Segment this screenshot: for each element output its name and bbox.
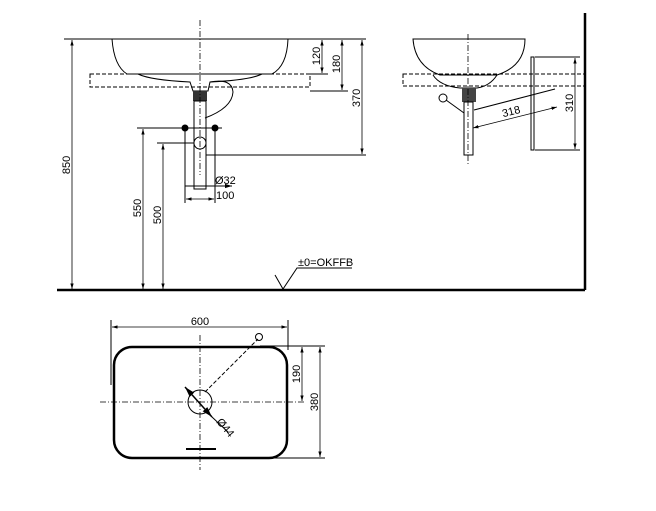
dim-310-label: 310	[564, 94, 576, 112]
dim-pipe-diameter-label: Ø32	[215, 175, 236, 187]
floor-level-symbol	[274, 267, 352, 290]
drain-valve	[193, 91, 207, 101]
dim-318	[472, 106, 558, 129]
side-view: 310 318	[402, 34, 586, 165]
pull-rod-hole	[255, 333, 263, 341]
dim-180-label: 180	[331, 55, 343, 73]
top-view: 600 Ø44 190 380	[100, 316, 325, 470]
front-view: 850 120 180 370 550 500 Ø32 100 ±0=OKFFB	[57, 13, 587, 292]
countertop-side	[402, 73, 586, 87]
dim-drain-diameter-label: Ø44	[214, 416, 237, 440]
dim-100-label: 100	[216, 190, 234, 202]
dim-380-label: 380	[309, 393, 321, 411]
pull-rod	[530, 56, 535, 151]
waste-pipe-side	[463, 101, 474, 156]
pull-rod-linkage	[473, 88, 556, 111]
dim-318-label: 318	[501, 104, 522, 120]
dim-850-label: 850	[61, 156, 73, 174]
dim-190-label: 190	[291, 365, 303, 383]
dim-120-label: 120	[311, 47, 323, 65]
dim-370-label: 370	[351, 89, 363, 107]
basin-side	[412, 38, 526, 76]
floor-level-label: ±0=OKFFB	[298, 257, 353, 269]
overflow-side	[438, 93, 448, 103]
dim-550-label: 550	[132, 199, 144, 217]
dim-600-label: 600	[191, 316, 209, 328]
trap-bend	[204, 80, 234, 119]
basin-outline	[112, 345, 289, 460]
drain-valve-side	[462, 88, 476, 102]
dim-500-label: 500	[152, 206, 164, 224]
